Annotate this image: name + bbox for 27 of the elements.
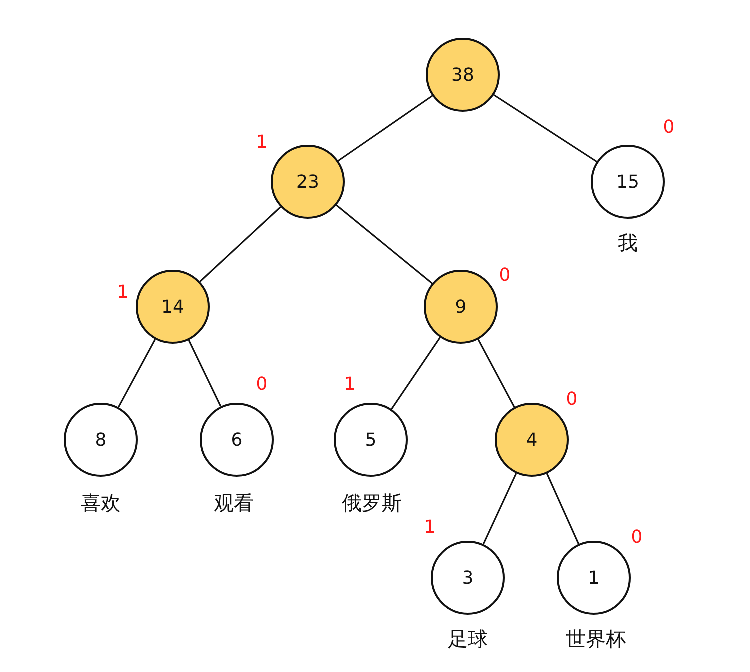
tree-branch [118,339,156,408]
tree-node-circle: 38 [426,38,500,112]
tree-node-circle: 6 [200,403,274,477]
tree-node-circle: 9 [424,270,498,344]
tree-node-circle: 15 [591,145,665,219]
word-label: 我 [618,230,638,257]
tree-node-circle: 3 [431,541,505,615]
tree-branch [494,94,598,163]
tree-branch [391,337,441,410]
tree-branch [338,95,433,162]
word-label: 足球 [448,626,488,653]
tree-branch [188,340,222,407]
tree-node-circle: 14 [136,270,210,344]
tree-branch [478,339,516,408]
tree-branch [336,204,433,284]
word-label: 观看 [214,490,254,517]
tree-node-circle: 4 [495,403,569,477]
tree-node-circle: 5 [334,403,408,477]
tree-branch [200,206,282,282]
tree-node-circle: 23 [271,145,345,219]
tree-node-circle: 8 [64,403,138,477]
tree-branch [482,473,518,545]
word-label: 俄罗斯 [342,490,402,517]
tree-node-circle: 1 [557,541,631,615]
tree-branch [546,473,580,545]
word-label: 世界杯 [566,626,626,653]
word-label: 喜欢 [81,490,121,517]
